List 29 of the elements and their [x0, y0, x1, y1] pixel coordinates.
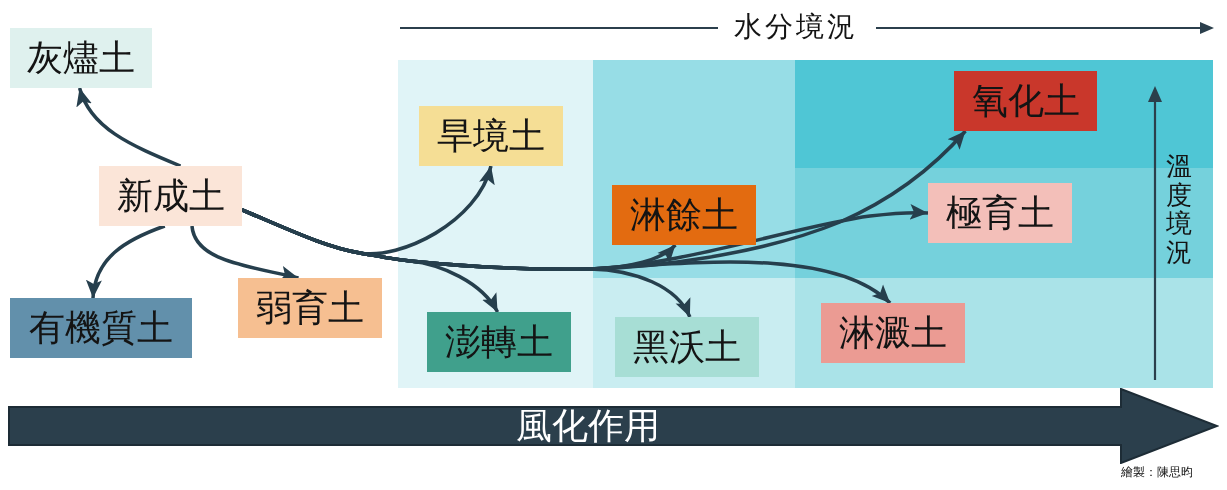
soil-type-name: 淋餘土: [630, 195, 738, 235]
axis-label: 溫度境況: [1166, 152, 1192, 267]
soil-type-name: 澎轉土: [445, 322, 553, 362]
arrow-label: 風化作用: [516, 408, 660, 444]
soil-type-name: 弱育土: [256, 288, 364, 328]
soil-type-box: [419, 106, 563, 166]
curved-arrow: [241, 208, 892, 305]
soil-type-name: 極育土: [946, 193, 1054, 233]
soil-type-box: [821, 303, 965, 363]
soil-type-name: 黑沃土: [633, 327, 741, 367]
soil-type-name: 淋澱土: [839, 313, 947, 353]
soil-type-box: [612, 185, 756, 245]
soil-type-box: [10, 28, 152, 88]
soil-type-box: [928, 183, 1072, 243]
soil-type-box: [954, 71, 1097, 131]
soil-type-name: 旱境土: [437, 116, 545, 156]
soil-type-name: 新成土: [116, 176, 225, 216]
soil-type-box: [10, 298, 192, 358]
block-arrow: [8, 388, 1219, 464]
soil-type-name: 有機質土: [29, 308, 173, 348]
soil-type-box: [99, 166, 242, 226]
soil-type-name: 灰燼土: [27, 38, 135, 78]
soil-type-name: 氧化土: [971, 81, 1080, 121]
curved-arrow: [87, 224, 166, 299]
soil-type-box: [238, 278, 382, 338]
soil-type-box: [427, 312, 571, 372]
soil-type-box: [615, 317, 759, 377]
axis-label: 水分境況: [734, 10, 858, 44]
curved-arrow: [77, 87, 182, 168]
